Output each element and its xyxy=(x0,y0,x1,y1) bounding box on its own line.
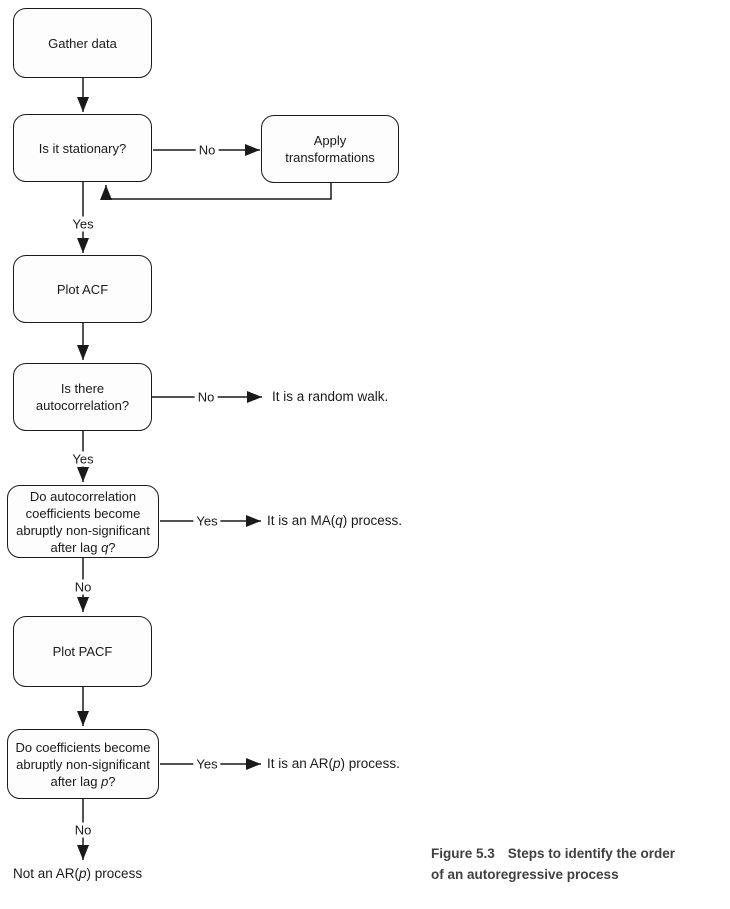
edge-label-no-ar: No xyxy=(71,822,95,838)
node-ma-question-line4: after lag q? xyxy=(50,539,115,556)
edge-label-yes-ar: Yes xyxy=(193,756,221,772)
node-ma-question: Do autocorrelation coefficients become a… xyxy=(7,485,159,558)
node-gather-data: Gather data xyxy=(13,8,152,78)
node-is-autocorrelation: Is there autocorrelation? xyxy=(13,363,152,431)
node-ar-question: Do coefficients become abruptly non-sign… xyxy=(7,729,159,799)
node-ar-question-line3: after lag p? xyxy=(50,773,115,790)
node-gather-data-label: Gather data xyxy=(48,35,117,51)
node-ma-question-line4-suffix: ? xyxy=(108,539,116,555)
node-ar-question-line2: abruptly non-significant xyxy=(16,756,150,772)
edge-label-no-stationary: No xyxy=(195,142,219,158)
node-plot-acf: Plot ACF xyxy=(13,255,152,323)
edge-label-yes-ma: Yes xyxy=(193,513,221,529)
node-plot-pacf: Plot PACF xyxy=(13,616,152,687)
arrow-transform-feedback-to-stationary xyxy=(100,183,332,200)
figure-caption: Figure 5.3 Steps to identify the order of… xyxy=(431,843,721,885)
node-ma-question-line4-prefix: after lag xyxy=(50,539,102,555)
outcome-not-ar-prefix: Not an AR( xyxy=(13,866,80,881)
outcome-ma-process: It is an MA(q) process. xyxy=(267,513,402,529)
lag-q-variable: q xyxy=(101,539,109,555)
node-is-stationary: Is it stationary? xyxy=(13,114,152,182)
outcome-ma-prefix: It is an MA( xyxy=(267,513,336,528)
node-plot-acf-label: Plot ACF xyxy=(56,281,109,297)
node-plot-pacf-label: Plot PACF xyxy=(52,644,113,659)
figure-caption-line1: Steps to identify the order xyxy=(507,846,676,861)
ar-order-p-variable: p xyxy=(333,756,341,771)
ma-order-q-variable: q xyxy=(335,513,343,528)
outcome-ar-process: It is an AR(p) process. xyxy=(267,756,400,772)
node-is-stationary-label: Is it stationary? xyxy=(38,140,127,156)
outcome-random-walk: It is a random walk. xyxy=(272,389,389,404)
node-apply-transformations-line2: transformations xyxy=(285,150,375,165)
node-apply-transformations-line1: Apply xyxy=(313,133,347,148)
figure-caption-number: Figure 5.3 xyxy=(431,846,495,861)
outcome-not-ar-suffix: ) process xyxy=(86,866,143,881)
figure-caption-line2: of an autoregressive process xyxy=(431,867,619,882)
lag-p-variable: p xyxy=(101,773,109,789)
edge-label-no-ma: No xyxy=(71,579,95,595)
outcome-not-ar-process: Not an AR(p) process xyxy=(13,866,142,882)
outcome-ar-prefix: It is an AR( xyxy=(267,756,334,771)
node-ma-question-line3: abruptly non-significant xyxy=(16,522,150,538)
node-ma-question-line1: Do autocorrelation xyxy=(29,488,137,504)
node-ma-question-line2: coefficients become xyxy=(25,505,141,521)
node-ar-question-line3-prefix: after lag xyxy=(50,773,102,789)
edge-label-no-autocorrelation: No xyxy=(194,389,218,405)
edge-label-yes-stationary: Yes xyxy=(69,216,97,232)
node-is-autocorrelation-line1: Is there xyxy=(60,381,105,396)
node-is-autocorrelation-line2: autocorrelation? xyxy=(35,398,130,413)
outcome-ma-suffix: ) process. xyxy=(342,513,403,528)
outcome-ar-suffix: ) process. xyxy=(340,756,400,771)
node-apply-transformations: Apply transformations xyxy=(261,115,399,183)
not-ar-p-variable: p xyxy=(79,866,87,881)
node-ar-question-line3-suffix: ? xyxy=(108,773,116,789)
node-ar-question-line1: Do coefficients become xyxy=(15,739,151,755)
edge-label-yes-autocorrelation: Yes xyxy=(69,451,97,467)
